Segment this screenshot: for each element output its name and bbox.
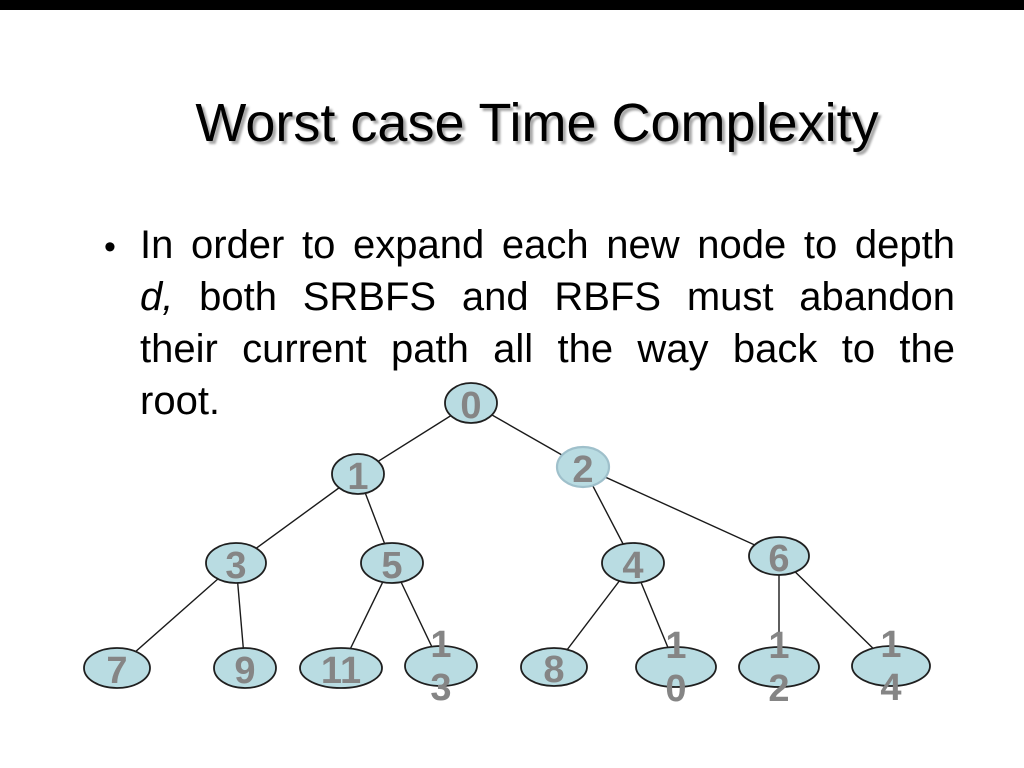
tree-node-12: 12	[738, 625, 820, 710]
node-label: 11	[321, 650, 361, 692]
tree-node-8: 8	[520, 647, 588, 691]
node-ellipse	[748, 536, 810, 576]
node-label: 1	[430, 624, 451, 666]
node-ellipse	[738, 646, 820, 688]
node-label: 7	[106, 650, 127, 692]
node-ellipse	[360, 542, 424, 584]
node-ellipse	[404, 645, 478, 687]
bullet-line-4: root.	[140, 375, 955, 427]
bullet-line-3: their current path all the way back to t…	[140, 323, 955, 375]
tree-node-10: 10	[635, 625, 717, 710]
bullet-marker: •	[104, 228, 116, 266]
node-label: 0	[460, 385, 481, 427]
node-label: 5	[381, 545, 402, 587]
node-label: 4	[622, 545, 643, 587]
slide-title: Worst case Time Complexity	[195, 93, 879, 153]
text-segment: root.	[140, 379, 221, 423]
node-ellipse	[520, 647, 588, 687]
node-label: 1	[768, 625, 789, 667]
tree-edge-2-6	[582, 466, 780, 557]
node-ellipse	[83, 647, 151, 689]
node-ellipse	[555, 445, 611, 489]
bullet-text: In order to expand each new node to dept…	[140, 219, 955, 427]
node-label: 2	[768, 668, 789, 710]
tree-node-5: 5	[360, 542, 424, 587]
node-ellipse	[851, 645, 931, 687]
tree-node-0: 0	[444, 382, 498, 427]
node-ellipse	[299, 647, 383, 689]
node-label: 3	[225, 545, 246, 587]
tree-node-1: 1	[331, 453, 385, 498]
node-label: 4	[880, 667, 901, 709]
node-label: 1	[347, 456, 368, 498]
tree-node-9: 9	[213, 647, 277, 692]
node-label: 1	[880, 624, 901, 666]
node-label: 3	[430, 667, 451, 709]
tree-node-6: 6	[748, 536, 810, 580]
text-segment: In order to expand each new node to dept…	[140, 223, 955, 267]
tree-node-3: 3	[205, 542, 267, 587]
italic-text: d,	[140, 275, 174, 319]
tree-node-4: 4	[601, 542, 665, 587]
bullet-line-1: In order to expand each new node to dept…	[140, 219, 955, 271]
node-ellipse	[601, 542, 665, 584]
tree-node-13: 13	[404, 624, 478, 709]
node-label: 0	[665, 668, 686, 710]
node-label: 8	[543, 649, 564, 691]
node-label: 2	[572, 449, 593, 491]
node-label: 9	[234, 650, 255, 692]
top-letterbox-bar	[0, 0, 1024, 10]
tree-node-2: 2	[555, 445, 611, 491]
tree-node-11: 11	[299, 647, 383, 692]
tree-node-14: 14	[851, 624, 931, 709]
tree-edge-3-7	[116, 562, 237, 669]
tree-node-7: 7	[83, 647, 151, 692]
node-label: 6	[768, 538, 789, 580]
node-ellipse	[331, 453, 385, 495]
bullet-line-2: d, both SRBFS and RBFS must abandon	[140, 271, 955, 323]
node-ellipse	[444, 382, 498, 424]
node-ellipse	[213, 647, 277, 689]
node-ellipse	[635, 646, 717, 688]
text-segment: both SRBFS and RBFS must abandon	[173, 275, 955, 319]
node-label: 1	[665, 625, 686, 667]
text-segment: their current path all the way back to t…	[140, 327, 955, 371]
node-ellipse	[205, 542, 267, 584]
